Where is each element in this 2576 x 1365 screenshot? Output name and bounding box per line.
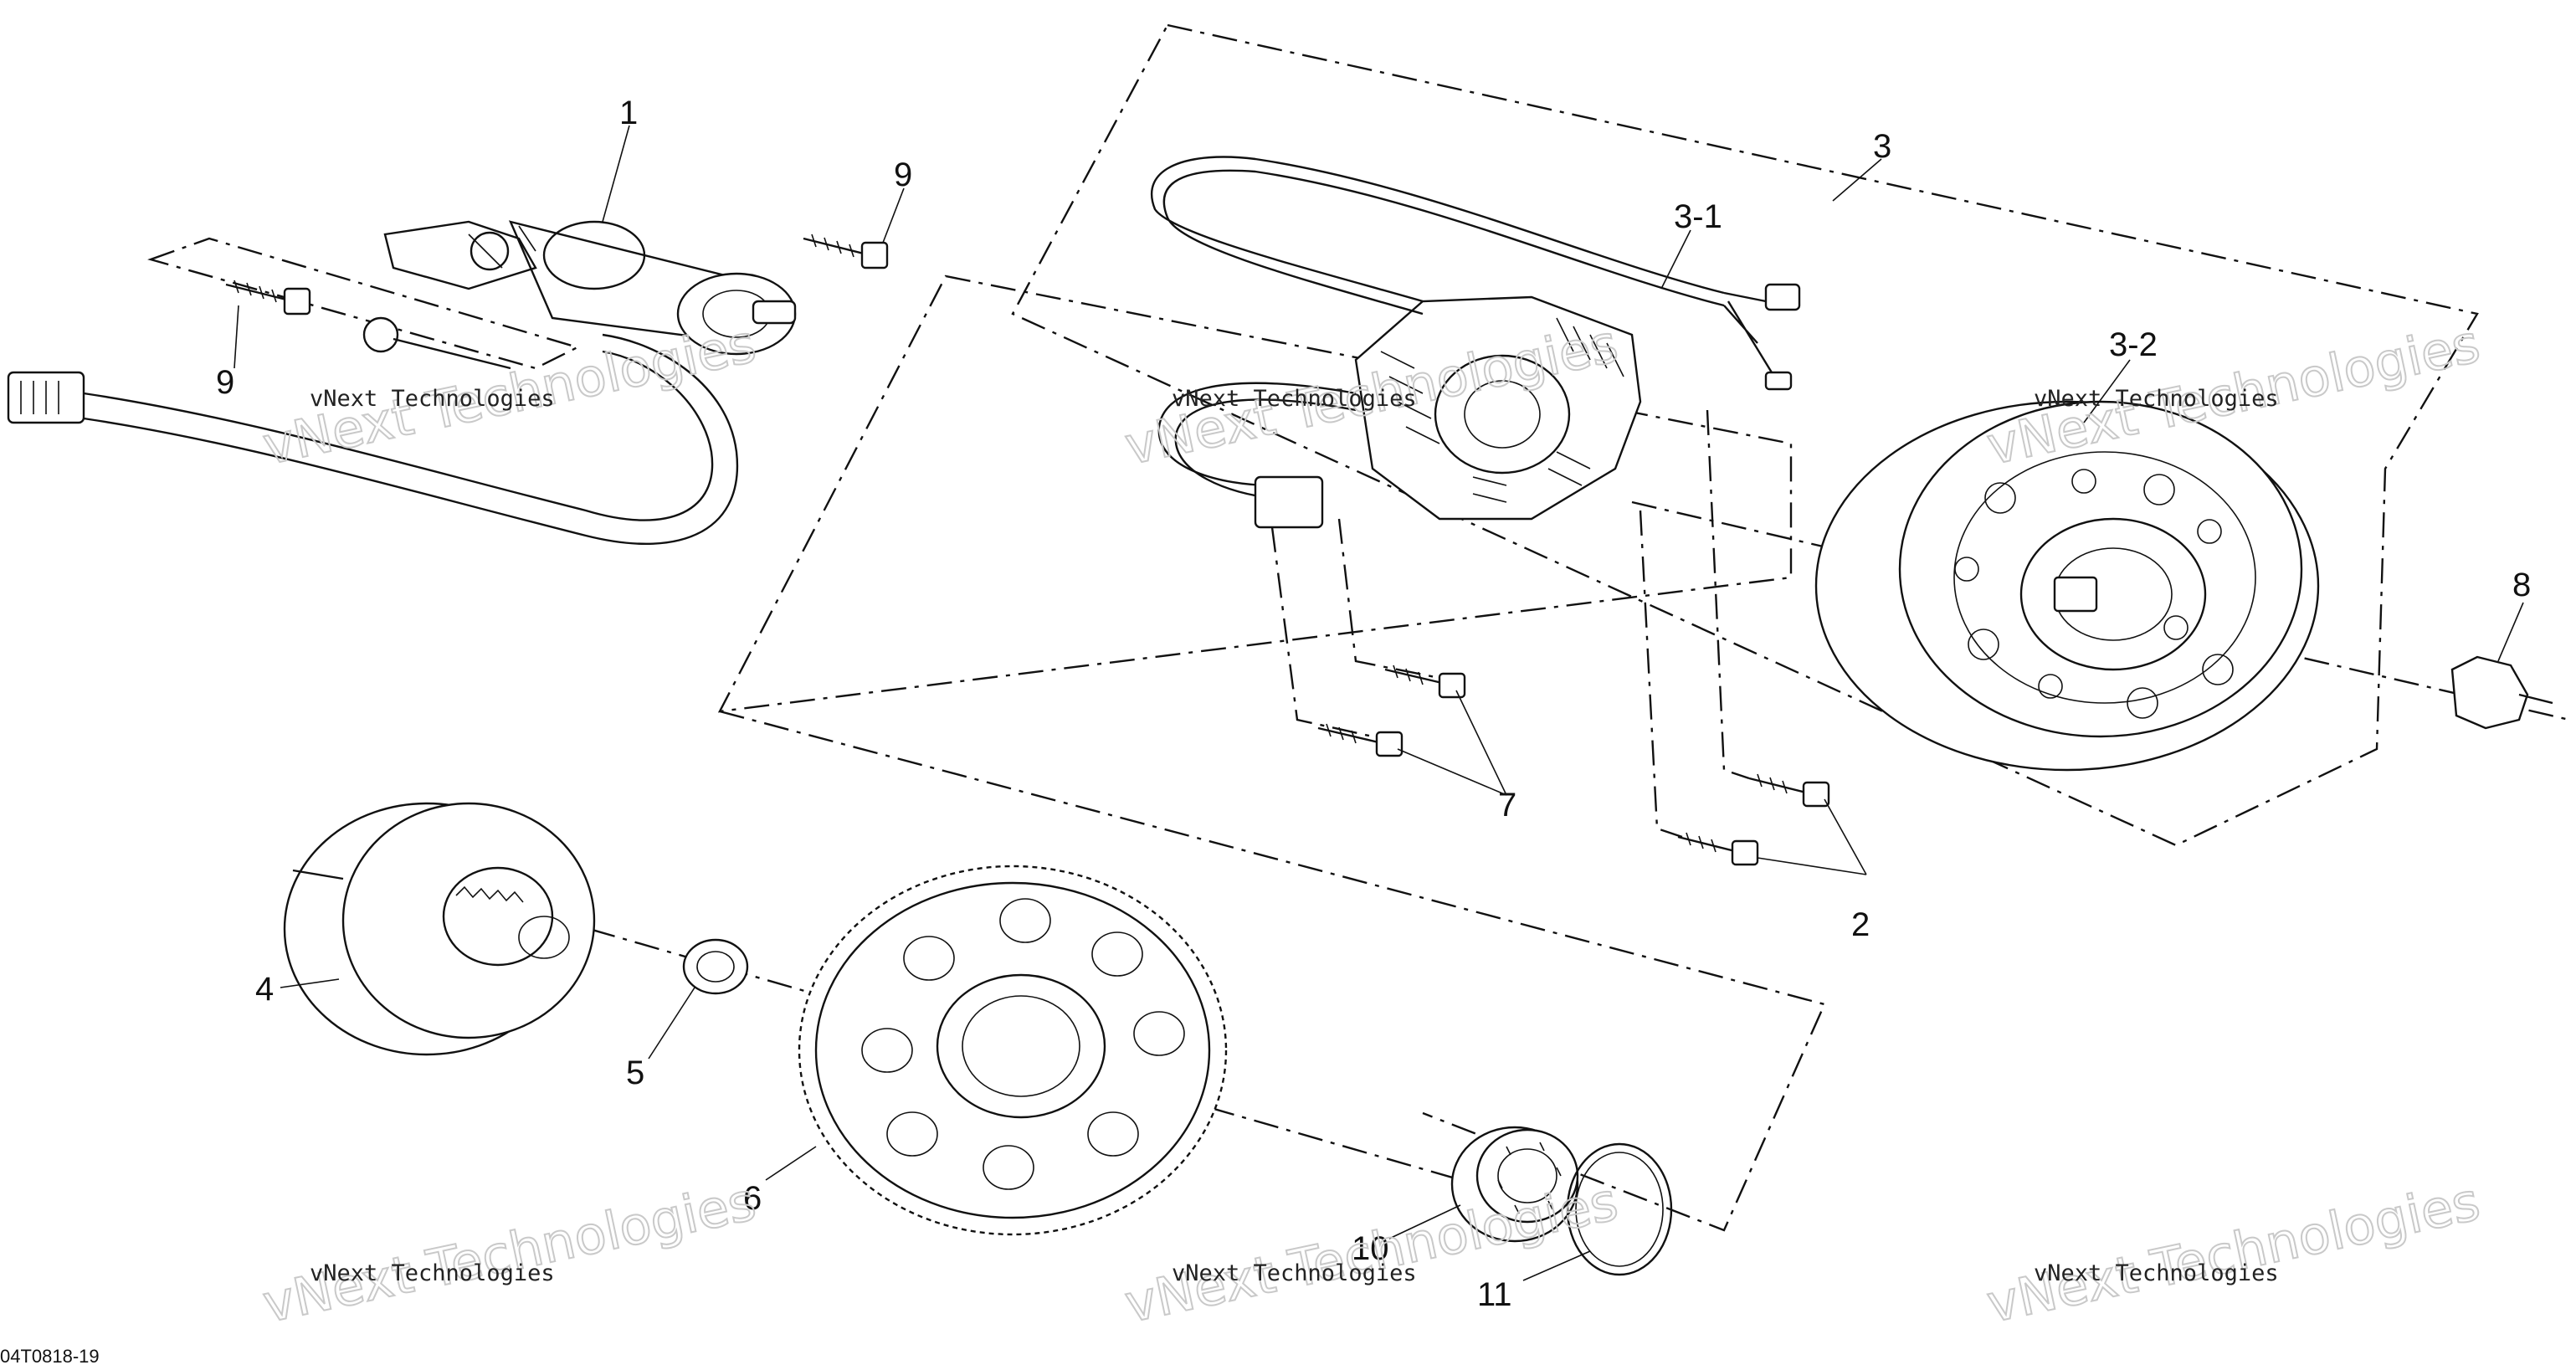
pickup-screw-upper bbox=[1748, 773, 1830, 808]
stator-harness bbox=[1150, 156, 1801, 529]
callout-5: 5 bbox=[626, 1055, 644, 1091]
watermark-small-6: vNext Technologies bbox=[2034, 1260, 2279, 1286]
assembly-outline-starter bbox=[147, 237, 581, 370]
assembly-outline-gear-group bbox=[719, 710, 1826, 1232]
bushing bbox=[682, 938, 749, 995]
callout-3-1: 3-1 bbox=[1674, 198, 1722, 235]
watermark-small-3: vNext Technologies bbox=[2034, 386, 2279, 412]
stator-winding bbox=[1354, 295, 1642, 521]
starter-clutch bbox=[283, 802, 596, 1056]
callout-4: 4 bbox=[255, 971, 274, 1008]
assembly-outline-magneto-group bbox=[1011, 23, 2479, 847]
starter-motor bbox=[383, 220, 797, 356]
starter-bolt-right bbox=[803, 233, 889, 269]
flywheel-nut bbox=[2450, 655, 2553, 730]
starter-cable-with-connector bbox=[7, 316, 739, 546]
watermark-small-2: vNext Technologies bbox=[1172, 386, 1417, 412]
callout-labels: 1 9 9 3 3-1 3-2 8 7 2 4 5 6 10 11 bbox=[216, 95, 2531, 1313]
stator-screw-lower bbox=[1317, 723, 1403, 757]
callout-2: 2 bbox=[1851, 906, 1870, 943]
callout-11: 11 bbox=[1477, 1276, 1512, 1313]
gear-holes bbox=[861, 898, 1185, 1190]
diagram-reference-code: 04T0818-19 bbox=[0, 1346, 100, 1365]
callout-9-right: 9 bbox=[894, 157, 912, 193]
needle-bearing bbox=[1450, 1126, 1579, 1243]
starter-driven-gear bbox=[798, 865, 1228, 1236]
watermark-large-5: vNext Technologies bbox=[1120, 1171, 1623, 1335]
callout-7: 7 bbox=[1498, 787, 1516, 824]
flywheel-rotor bbox=[1814, 400, 2320, 772]
callout-6: 6 bbox=[743, 1180, 762, 1217]
callout-3-2: 3-2 bbox=[2109, 326, 2158, 363]
screw-guide-lines bbox=[1270, 409, 1750, 839]
callout-8: 8 bbox=[2512, 567, 2531, 603]
callout-3: 3 bbox=[1873, 128, 1891, 165]
leader-lines bbox=[233, 125, 2524, 1281]
stator-screw-upper bbox=[1384, 665, 1466, 699]
pickup-screw-lower bbox=[1677, 832, 1759, 866]
watermark-small-5: vNext Technologies bbox=[1172, 1260, 1417, 1286]
watermark-small-1: vNext Technologies bbox=[310, 386, 555, 412]
starter-bolt-left bbox=[225, 280, 311, 316]
callout-1: 1 bbox=[619, 95, 638, 131]
circlip bbox=[1566, 1142, 1673, 1276]
callout-10: 10 bbox=[1352, 1230, 1389, 1267]
watermark-large-4: vNext Technologies bbox=[258, 1171, 761, 1335]
callout-9-left: 9 bbox=[216, 364, 234, 401]
watermark-large-6: vNext Technologies bbox=[1982, 1171, 2485, 1335]
flywheel-holes bbox=[1954, 469, 2234, 719]
watermark-small-4: vNext Technologies bbox=[310, 1260, 555, 1286]
